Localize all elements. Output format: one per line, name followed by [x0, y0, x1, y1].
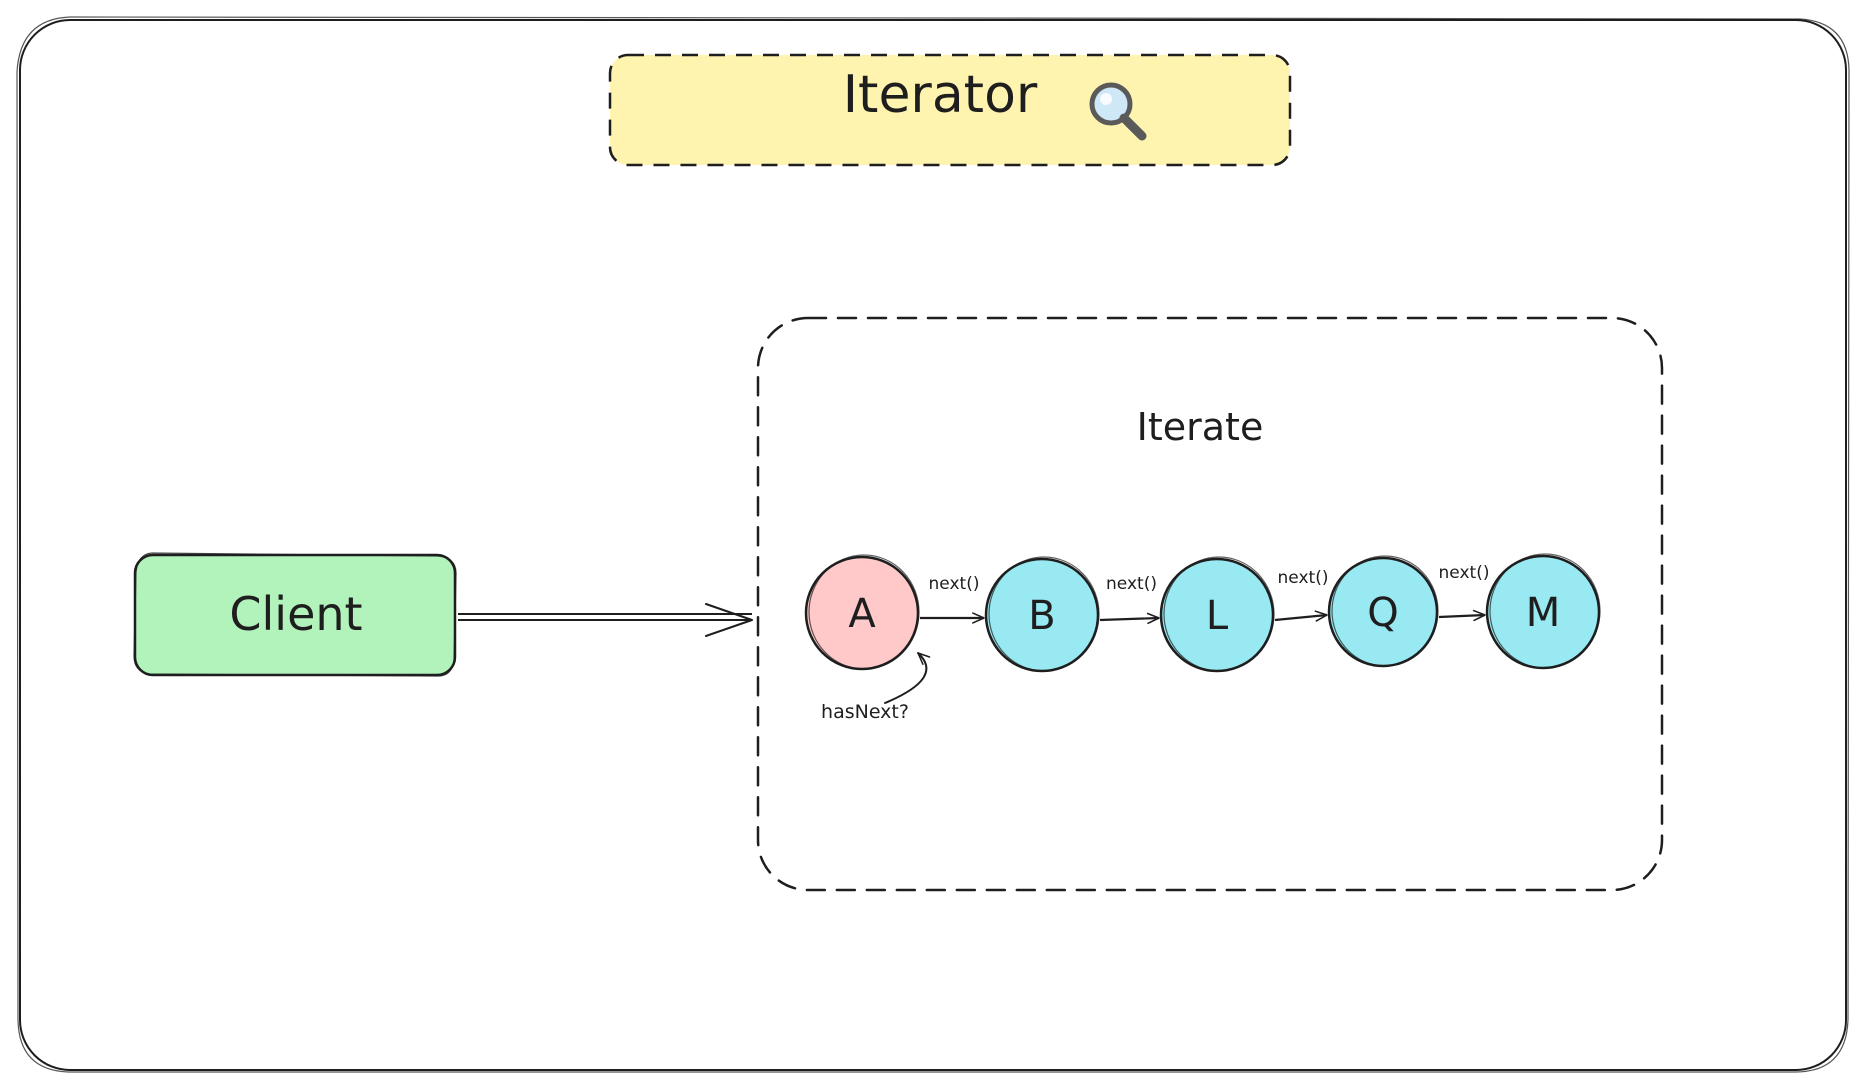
node-a: A [804, 554, 920, 671]
edge-q-m [1438, 609, 1486, 622]
node-a-sketch-outline [808, 554, 920, 670]
node-b-sketch-outline [988, 556, 1100, 672]
node-l-sketch-outline [1163, 556, 1275, 672]
client-to-iterate-arrow [458, 603, 753, 637]
node-q-label: Q [1367, 590, 1398, 636]
node-m-sketch-outline [1489, 553, 1601, 669]
node-l: L [1159, 556, 1275, 673]
outer-frame [16, 16, 1850, 1073]
edge-q-m-label: next() [1439, 563, 1490, 583]
client-label: Client [229, 587, 362, 641]
node-q: Q [1327, 555, 1439, 668]
edge-l-q [1274, 610, 1328, 622]
edge-b-l [1099, 612, 1160, 625]
iterate-group: Iterate [756, 316, 1664, 892]
has-next-loop: hasNext? [821, 652, 931, 723]
node-q-sketch-outline [1331, 555, 1439, 667]
node-b-label: B [1028, 593, 1055, 639]
iterate-label: Iterate [1137, 405, 1264, 449]
edges: next() next() next() next() [920, 563, 1490, 625]
edge-l-q-label: next() [1278, 568, 1329, 588]
node-a-label: A [848, 591, 876, 637]
node-b: B [984, 556, 1100, 673]
node-m: M [1485, 553, 1601, 670]
client-box: Client [133, 552, 457, 677]
edge-a-b-label: next() [929, 574, 980, 594]
title-box: Iterator [608, 53, 1292, 167]
title-text: Iterator [843, 65, 1038, 125]
node-l-label: L [1206, 593, 1229, 639]
has-next-label: hasNext? [821, 701, 909, 723]
edge-b-l-label: next() [1106, 574, 1157, 594]
node-m-label: M [1526, 590, 1561, 636]
magnifying-glass-icon [1089, 82, 1147, 141]
